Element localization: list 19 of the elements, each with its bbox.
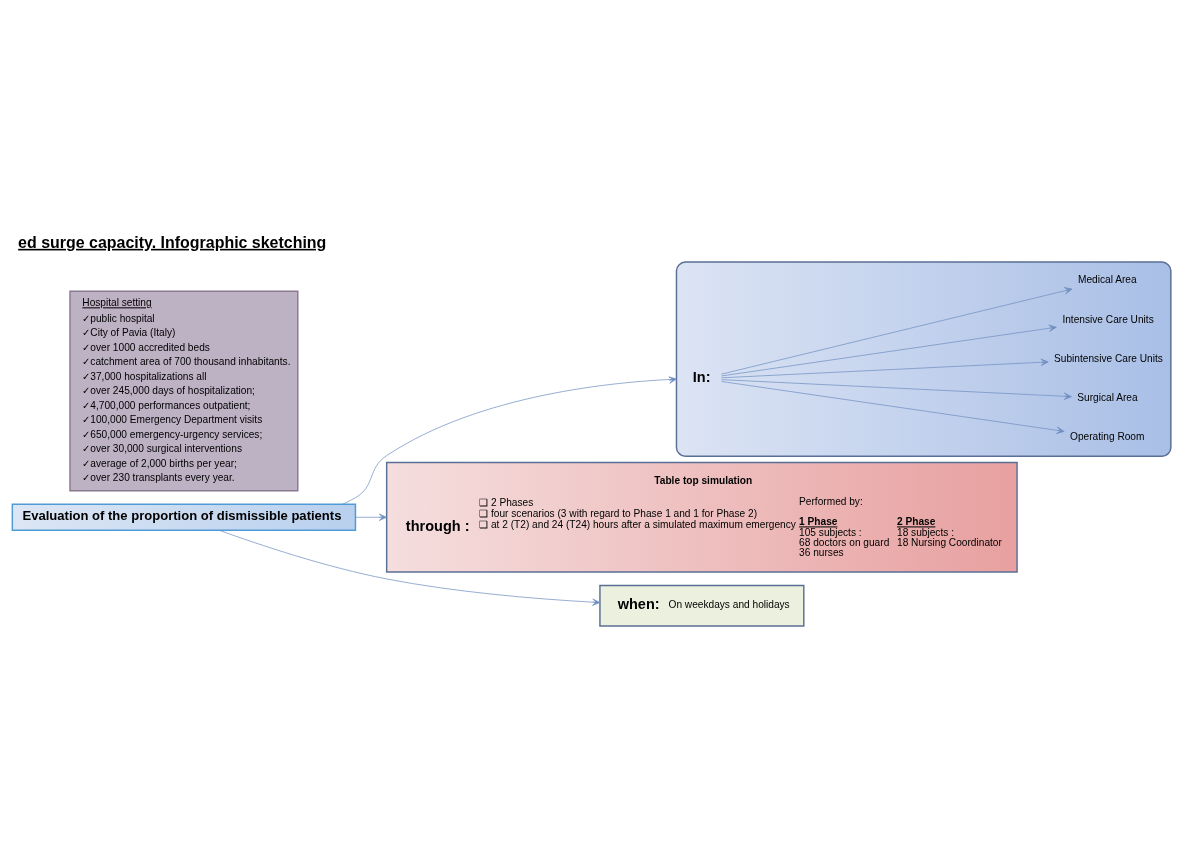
node-text: Subintensive Care Units: [1054, 352, 1163, 364]
arrow: [721, 287, 1073, 375]
arrow: [721, 379, 1072, 400]
node-box: when: On weekdays and holidays: [599, 584, 805, 627]
node-text: Intensive Care Units: [1062, 313, 1154, 325]
arrow: [721, 358, 1049, 379]
node-text: Surgical Area: [1077, 391, 1138, 403]
cluster: [675, 261, 1172, 458]
arrow: [721, 381, 1065, 434]
node-text: In:: [692, 368, 711, 385]
node-box: Evaluation of the proportion of dismissible patients: [11, 503, 357, 532]
node-text: Medical Area: [1078, 274, 1137, 286]
arrow: [355, 513, 387, 521]
node-text: Operating Room: [1070, 431, 1145, 443]
diagram-title: ed surge capacity. Infographic sketching: [18, 233, 327, 251]
arrow: [342, 376, 677, 505]
arrow: [219, 530, 601, 606]
node-box: Hospital setting ✓public hospital ✓City of Pavia (Italy) ✓over 1000 accredited beds ✓catchment area of 700 thousand inhabitants. ✓37,000 hospitalizations all ✓over 245,000 days of hospitalization; ✓4,700,000 performances outpatient; ✓100,000 Emergency Department visits ✓650,000 emergency-urgency services; ✓over 30,000 surgical interventions ✓average of 2,000 births per year; ✓over 230 transplants every year.: [69, 290, 299, 492]
arrow: [721, 324, 1057, 377]
